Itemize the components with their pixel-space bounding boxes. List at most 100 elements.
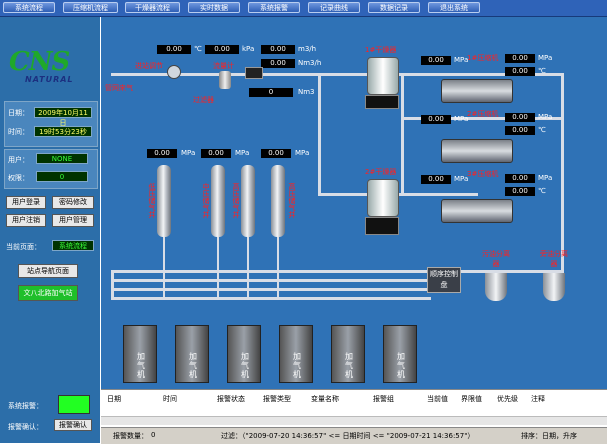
dispenser-6-label: 加气机 <box>397 352 405 379</box>
compressor1-icon <box>441 79 513 103</box>
time-value: 19时53分23秒 <box>34 126 92 137</box>
menu-system-flow[interactable]: 系统流程 <box>3 2 55 13</box>
col-time[interactable]: 时间 <box>163 395 177 403</box>
col-limit-value[interactable]: 界限值 <box>461 395 482 403</box>
gas-source-label: 管网来气 <box>105 84 133 92</box>
date-label: 日期： <box>8 109 29 117</box>
storage2-label: 中压储气井 <box>202 183 210 218</box>
storage2-value: 0.00 <box>201 149 231 158</box>
header-pipe-4 <box>111 297 431 300</box>
col-date[interactable]: 日期 <box>107 395 121 403</box>
alarm-confirm-button[interactable]: 报警确认 <box>54 419 92 431</box>
storage3-tank <box>241 165 255 237</box>
storage1-unit: MPa <box>181 149 196 157</box>
logout-button[interactable]: 用户注销 <box>6 214 46 227</box>
alarm-count-value: 0 <box>151 431 156 439</box>
dispenser-5: 加气机 <box>331 325 365 383</box>
dryer2-display <box>365 217 399 235</box>
separator2-icon <box>543 273 565 301</box>
compressor1-temp-unit: ℃ <box>538 67 546 75</box>
logo-text: CNS <box>9 47 70 77</box>
storage1-tank <box>157 165 171 237</box>
user-value: NONE <box>36 153 88 164</box>
left-panel: CNS NATURAL 日期： 2009年10月11日 时间： 19时53分23… <box>0 17 100 443</box>
flowmeter-icon <box>245 67 263 79</box>
compressor3-pout-unit: MPa <box>538 174 553 182</box>
inlet-kpa-value: 0.00 <box>205 45 239 54</box>
compressor2-pout-value: 0.00 <box>505 113 535 122</box>
col-current-value[interactable]: 当前值 <box>427 395 448 403</box>
compressor2-icon <box>441 139 513 163</box>
menu-data-record[interactable]: 数据记录 <box>368 2 420 13</box>
status-bar: 报警数量： 0 过滤：（"2009-07-20 14:36:57" <= 日期时… <box>101 427 607 444</box>
storage3-label: 高压储气井 <box>232 183 240 218</box>
total-value: 0 <box>249 88 293 97</box>
separator1-icon <box>485 273 507 301</box>
compressor1-temp-value: 0.00 <box>505 67 535 76</box>
compressor2-pout-unit: MPa <box>538 113 553 121</box>
date-value: 2009年10月11日 <box>34 107 92 127</box>
dispenser-5-label: 加气机 <box>345 352 353 379</box>
menu-compressor-flow[interactable]: 压缩机流程 <box>63 2 118 13</box>
separator1-label: 污油分离器 <box>482 250 510 268</box>
dispenser-1: 加气机 <box>123 325 157 383</box>
menu-realtime-data[interactable]: 实时数据 <box>188 2 240 13</box>
flow2-value: 0.00 <box>261 59 295 68</box>
compressor2-temp-value: 0.00 <box>505 126 535 135</box>
logo-subtext: NATURAL <box>25 75 74 84</box>
storage1-label: 低压储气井 <box>148 183 156 218</box>
col-priority[interactable]: 优先级 <box>497 395 518 403</box>
menu-dryer-flow[interactable]: 干燥器流程 <box>125 2 180 13</box>
station-nav-button[interactable]: 站点导航页面 <box>18 264 78 278</box>
comp-riser <box>401 73 404 193</box>
dispenser-3: 加气机 <box>227 325 261 383</box>
dispenser-6: 加气机 <box>383 325 417 383</box>
tank1-drop <box>163 237 165 297</box>
col-alarm-status[interactable]: 报警状态 <box>217 395 245 403</box>
col-alarm-type[interactable]: 报警类型 <box>263 395 291 403</box>
menu-exit-system[interactable]: 退出系统 <box>428 2 480 13</box>
storage4-tank <box>271 165 285 237</box>
perm-value: 0 <box>36 171 88 182</box>
dryer1-display <box>365 95 399 109</box>
sort-text: 排序：日期，升序 <box>521 432 577 440</box>
col-alarm-group[interactable]: 报警组 <box>373 395 394 403</box>
user-manage-button[interactable]: 用户管理 <box>52 214 94 227</box>
branch-pipe <box>318 73 321 193</box>
header-pipe-1 <box>111 270 563 273</box>
compressor2-temp-unit: ℃ <box>538 126 546 134</box>
filter-label: 过滤器 <box>193 96 214 104</box>
compressor1-pout-value: 0.00 <box>505 54 535 63</box>
col-var-name[interactable]: 变量名称 <box>311 395 339 403</box>
dispenser-2: 加气机 <box>175 325 209 383</box>
alarm-confirm-label: 报警确认： <box>8 423 43 431</box>
flow1-value: 0.00 <box>261 45 295 54</box>
storage4-label: 高压储气井 <box>288 183 296 218</box>
inlet-kpa-unit: kPa <box>242 45 255 53</box>
perm-label: 权限： <box>8 174 29 182</box>
inlet-label: 进站调节 <box>135 62 163 70</box>
change-password-button[interactable]: 密码修改 <box>52 196 94 209</box>
header-pipe-3 <box>111 288 431 291</box>
login-button[interactable]: 用户登录 <box>6 196 46 209</box>
compressor1-pin-value: 0.00 <box>421 56 451 65</box>
main-pipe <box>111 73 561 76</box>
compressor3-pin-unit: MPa <box>454 175 469 183</box>
compressor3-icon <box>441 199 513 223</box>
header-left <box>111 270 114 300</box>
table-scrollbar[interactable] <box>101 416 607 425</box>
menu-bar: 系统流程 压缩机流程 干燥器流程 实时数据 系统报警 记录曲线 数据记录 退出系… <box>0 0 607 17</box>
user-label: 用户： <box>8 156 29 164</box>
compressor1-pout-unit: MPa <box>538 54 553 62</box>
menu-record-curve[interactable]: 记录曲线 <box>308 2 360 13</box>
dispenser-2-label: 加气机 <box>189 352 197 379</box>
flow2-unit: Nm3/h <box>298 59 322 67</box>
station-button[interactable]: 文八北路加气站 <box>18 285 78 301</box>
logo: CNS NATURAL <box>5 47 95 87</box>
flowmeter-label: 流量计 <box>213 62 234 70</box>
compressor3-temp-value: 0.00 <box>505 187 535 196</box>
col-comment[interactable]: 注释 <box>531 395 545 403</box>
tank2-drop <box>217 237 219 297</box>
right-riser <box>561 73 564 273</box>
menu-system-alarm[interactable]: 系统报警 <box>248 2 300 13</box>
